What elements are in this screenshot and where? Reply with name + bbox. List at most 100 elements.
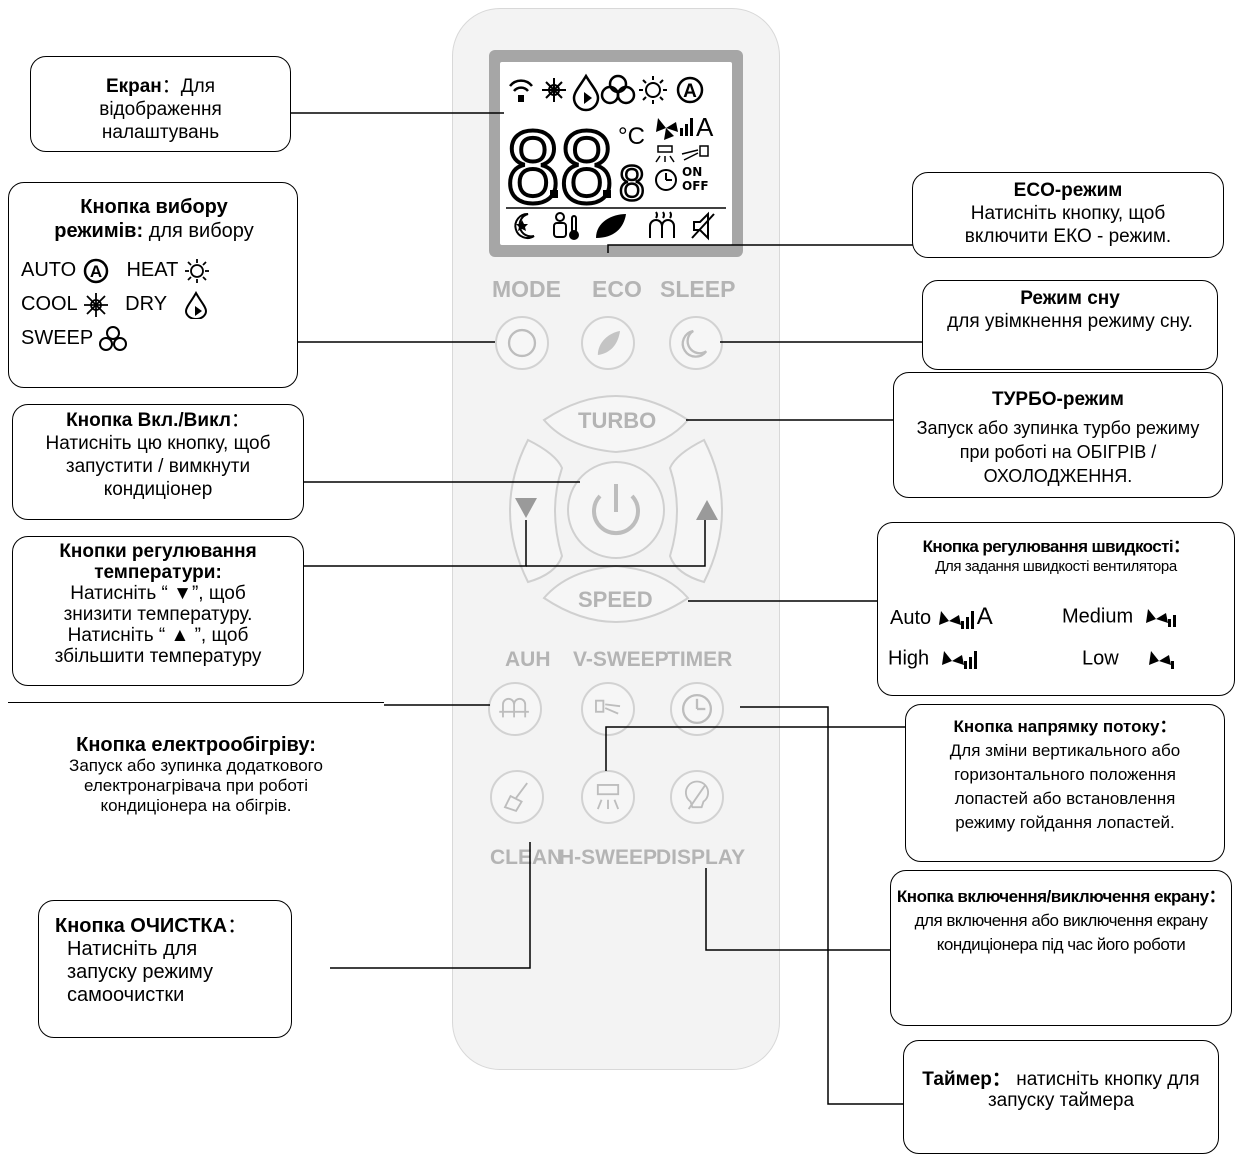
display-bulb-icon — [684, 780, 710, 810]
person-temp-icon — [553, 212, 579, 240]
mode-button[interactable] — [495, 316, 549, 370]
sleep-button[interactable] — [669, 316, 723, 370]
callout-speed-title: Кнопка регулювання швидкості — [922, 537, 1174, 556]
label-speed[interactable]: SPEED — [578, 587, 653, 612]
fan-icon — [99, 325, 128, 351]
callout-display-sep: ： — [1208, 887, 1226, 906]
callout-temp-line2: знизити температуру. — [63, 604, 253, 625]
h-swing-icon — [596, 784, 620, 810]
label-eco: ECO — [592, 276, 642, 302]
cool-snowflake-icon — [542, 78, 566, 102]
callout-mode-text: для вибору — [148, 220, 254, 242]
speed-low-label: Low — [1082, 647, 1119, 670]
callout-mode-title2: режимів: — [54, 220, 144, 242]
wifi-icon — [509, 79, 533, 102]
lcd-off: OFF — [682, 179, 709, 193]
label-vsweep: V-SWEEP — [573, 648, 669, 671]
callout-temp-line1: Натисніть “ ▼”, щоб — [70, 583, 246, 604]
auto-mode-icon: A — [83, 258, 109, 283]
hsweep-button[interactable] — [581, 770, 635, 824]
fan-speed-icon — [656, 118, 693, 140]
auh-heater-icon — [499, 697, 529, 718]
callout-screen-text: відображення налаштувань — [99, 99, 222, 143]
speed-high-label: High — [888, 647, 930, 670]
callout-speed: Кнопка регулювання швидкості： Для заданн… — [877, 522, 1235, 696]
auh-heater-icon — [649, 211, 675, 238]
callout-timer-text: натисніть кнопку для запуску таймера — [987, 1069, 1200, 1111]
mute-icon — [691, 211, 715, 241]
label-auh: AUH — [505, 648, 551, 671]
label-hsweep: H-SWEEP — [559, 846, 658, 869]
speed-auto-row: Auto A — [890, 605, 993, 631]
auh-button[interactable] — [488, 682, 542, 736]
speed-high-row: High — [888, 647, 980, 671]
callout-eco-text: Натисніть кнопку, щоб включити ЕКО - реж… — [964, 203, 1172, 247]
callout-flow-title: Кнопка напрямку потоку — [953, 717, 1160, 736]
callout-power-text: Натисніть цю кнопку, щоб запустити / вим… — [45, 433, 271, 500]
svg-text:A: A — [683, 81, 697, 102]
callout-screen-title: Екран — [105, 76, 162, 97]
callout-display-title: Кнопка включення/виключення екрану — [896, 887, 1209, 906]
callout-power: Кнопка Вкл./Викл： Натисніть цю кнопку, щ… — [12, 404, 304, 520]
label-turbo[interactable]: TURBO — [578, 408, 657, 433]
svg-text:A: A — [90, 262, 102, 281]
label-sleep: SLEEP — [660, 276, 736, 302]
callout-turbo-title: ТУРБО-режим — [992, 389, 1124, 410]
callout-screen-text-inline: Для — [180, 76, 216, 97]
label-clean: CLEAN — [490, 846, 563, 869]
callout-timer: Таймер： натисніть кнопку для запуску тай… — [903, 1040, 1219, 1154]
speed-medium-label: Medium — [1062, 605, 1134, 628]
eco-leaf-icon — [597, 330, 621, 356]
callout-clean-title: Кнопка ОЧИСТКА — [55, 915, 228, 937]
callout-sleep: Режим сну для увімкнення режиму сну. — [922, 280, 1218, 370]
callout-temp-line3: Натисніть “ ▲ ”, щоб — [67, 625, 249, 646]
heat-sun-icon — [639, 76, 667, 104]
callout-screen-sep: ： — [161, 76, 181, 97]
display-button[interactable] — [670, 770, 724, 824]
heat-sun-icon — [184, 258, 209, 283]
callout-turbo: ТУРБО-режим Запуск або зупинка турбо реж… — [893, 372, 1223, 498]
fan-icon — [600, 74, 636, 105]
fan-speed-auto-icon — [938, 610, 974, 629]
callout-clean: Кнопка ОЧИСТКА： Натисніть для запуску ре… — [38, 900, 292, 1038]
callout-clean-sep: ： — [227, 915, 248, 937]
eco-leaf-icon — [596, 214, 626, 238]
callout-flow: Кнопка напрямку потоку： Для зміни вертик… — [905, 704, 1225, 862]
speed-low-row: Low — [1082, 647, 1179, 671]
eco-button[interactable] — [581, 316, 635, 370]
fan-speed-high-icon — [942, 651, 978, 669]
callout-timer-sep: ： — [991, 1069, 1011, 1090]
lcd-on: ON — [682, 165, 702, 179]
callout-sleep-text: для увімкнення режиму сну. — [947, 311, 1193, 332]
mode-heat-label: HEAT — [126, 259, 178, 281]
sleep-moon-icon — [514, 212, 535, 239]
h-swing-icon — [655, 145, 675, 163]
callout-flow-sep: ： — [1159, 717, 1177, 736]
mode-auto-label: AUTO — [21, 259, 77, 281]
vsweep-button[interactable] — [581, 682, 635, 736]
speed-auto-symbol: A — [976, 603, 993, 630]
lcd-display: A 88 8 °C A ON OFF — [500, 62, 732, 245]
fan-speed-low-icon — [1148, 651, 1174, 669]
callout-speed-text: Для задання швидкості вентилятора — [935, 558, 1177, 575]
v-swing-icon — [681, 145, 709, 161]
callout-mode: Кнопка вибору режимів: для вибору AUTO A… — [8, 182, 298, 388]
timer-button[interactable] — [670, 682, 724, 736]
callout-display-text: для включення або виключення екрану конд… — [914, 911, 1208, 954]
v-swing-icon — [595, 699, 621, 715]
callout-clean-text: Натисніть для запуску режиму самоочистки — [67, 938, 213, 1006]
callout-auh-title: Кнопка електрообігріву: — [76, 734, 316, 756]
mode-cycle-icon — [507, 328, 537, 358]
callout-power-title: Кнопка Вкл./Викл — [66, 410, 231, 431]
mode-cool-label: COOL — [21, 293, 77, 315]
speed-auto-label: Auto — [890, 607, 932, 629]
callout-display: Кнопка включення/виключення екрану： для … — [890, 870, 1232, 1026]
callout-timer-title: Таймер — [922, 1069, 992, 1090]
clean-button[interactable] — [490, 770, 544, 824]
callout-turbo-text: Запуск або зупинка турбо режиму при робо… — [916, 418, 1200, 486]
callout-flow-text: Для зміни вертикального або горизонтальн… — [949, 741, 1181, 832]
dry-drop-icon — [572, 73, 600, 112]
callout-temp-title: Кнопки регулювання температури: — [59, 541, 257, 583]
callout-eco-title: ECO-режим — [1013, 180, 1123, 201]
lcd-small-digit: 8 — [618, 157, 646, 211]
